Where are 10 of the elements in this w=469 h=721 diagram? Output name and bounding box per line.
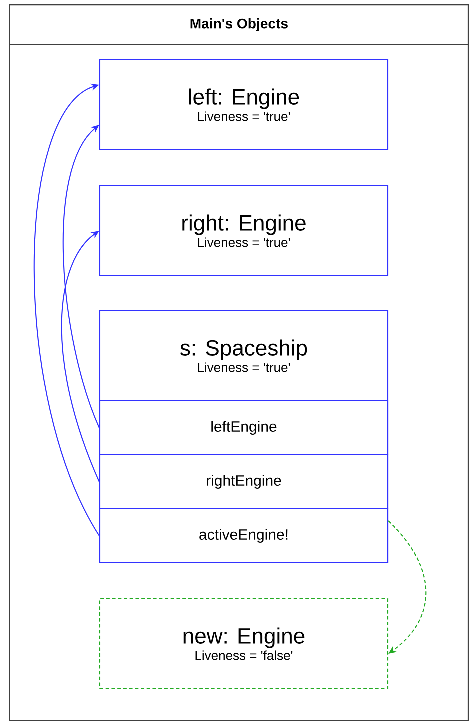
arrow — [63, 125, 100, 428]
field-row: leftEngine — [99, 400, 389, 456]
object-box: left: Engine Liveness = 'true' — [99, 59, 389, 151]
arrow — [388, 520, 427, 654]
field-row: activeEngine! — [99, 508, 389, 564]
field-row: rightEngine — [99, 454, 389, 510]
object-box: new: Engine Liveness = 'false' — [99, 598, 389, 690]
arrow — [61, 231, 100, 482]
object-box: right: Engine Liveness = 'true' — [99, 185, 389, 277]
arrow — [34, 84, 100, 536]
